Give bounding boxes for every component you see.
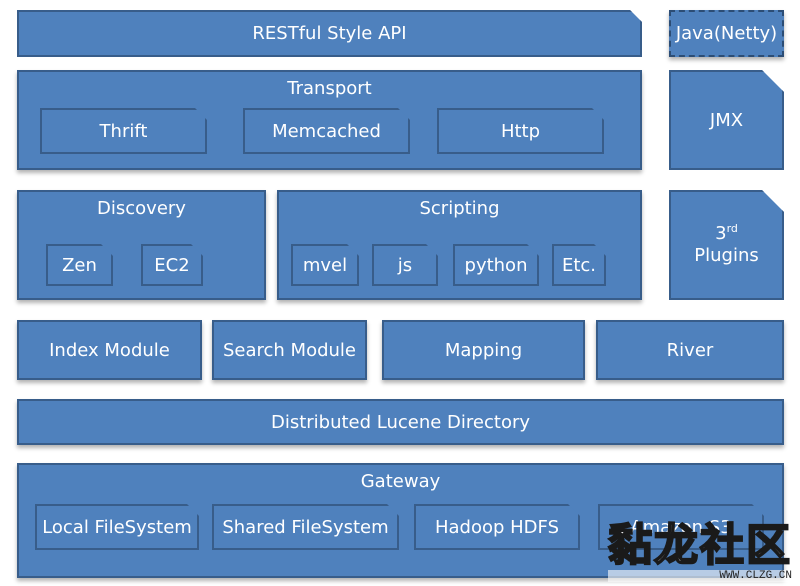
gateway-hadoop-hdfs-label: Hadoop HDFS xyxy=(434,516,560,538)
gateway-local-fs-label: Local FileSystem xyxy=(42,516,192,538)
scripting-etc-label: Etc. xyxy=(561,254,597,276)
scripting-mvel: mvel xyxy=(291,244,359,286)
module-search-label: Search Module xyxy=(222,339,356,361)
plugins-third-sup: rd xyxy=(726,221,738,235)
java-netty-label: Java(Netty) xyxy=(675,23,778,44)
module-search: Search Module xyxy=(212,320,367,380)
module-mapping-label: Mapping xyxy=(444,339,523,361)
gateway-title: Gateway xyxy=(360,471,441,492)
restful-api-block: RESTful Style API xyxy=(17,10,642,57)
gateway-hadoop-hdfs: Hadoop HDFS xyxy=(414,504,580,550)
scripting-js-label: js xyxy=(397,254,413,276)
gateway-shared-fs-label: Shared FileSystem xyxy=(222,516,389,538)
jmx-block: JMX xyxy=(669,70,784,170)
restful-api-label: RESTful Style API xyxy=(252,23,407,44)
discovery-title: Discovery xyxy=(97,198,186,219)
scripting-js: js xyxy=(372,244,438,286)
transport-thrift: Thrift xyxy=(40,108,207,154)
jmx-label: JMX xyxy=(709,109,744,131)
module-river-label: River xyxy=(666,339,714,361)
plugins-block: 3rd Plugins xyxy=(669,190,784,300)
discovery-ec2-label: EC2 xyxy=(154,254,190,276)
transport-memcached-label: Memcached xyxy=(272,120,381,142)
module-index: Index Module xyxy=(17,320,202,380)
module-mapping: Mapping xyxy=(382,320,585,380)
transport-thrift-label: Thrift xyxy=(99,120,148,142)
plugins-third: 3rd xyxy=(694,223,758,246)
plugins-label: Plugins xyxy=(694,245,759,266)
lucene-directory-block: Distributed Lucene Directory xyxy=(17,399,784,445)
transport-http-label: Http xyxy=(500,120,541,142)
discovery-zen: Zen xyxy=(46,244,113,286)
lucene-directory-label: Distributed Lucene Directory xyxy=(270,411,531,433)
gateway-amazon-s3-label: Amazon S3 xyxy=(630,516,732,538)
scripting-title: Scripting xyxy=(419,198,500,219)
discovery-zen-label: Zen xyxy=(62,254,97,276)
scripting-etc: Etc. xyxy=(552,244,606,286)
gateway-shared-fs: Shared FileSystem xyxy=(212,504,399,550)
gateway-amazon-s3: Amazon S3 xyxy=(598,504,764,550)
transport-memcached: Memcached xyxy=(243,108,410,154)
java-netty-block: Java(Netty) xyxy=(669,10,784,57)
transport-title: Transport xyxy=(287,78,372,99)
scripting-python-label: python xyxy=(464,254,528,276)
module-index-label: Index Module xyxy=(49,339,170,361)
gateway-local-fs: Local FileSystem xyxy=(35,504,199,550)
transport-http: Http xyxy=(437,108,604,154)
scripting-mvel-label: mvel xyxy=(302,254,348,276)
module-river: River xyxy=(596,320,784,380)
discovery-ec2: EC2 xyxy=(141,244,203,286)
plugins-label-group: 3rd Plugins xyxy=(694,223,758,268)
plugins-third-base: 3 xyxy=(715,222,727,244)
scripting-python: python xyxy=(453,244,539,286)
